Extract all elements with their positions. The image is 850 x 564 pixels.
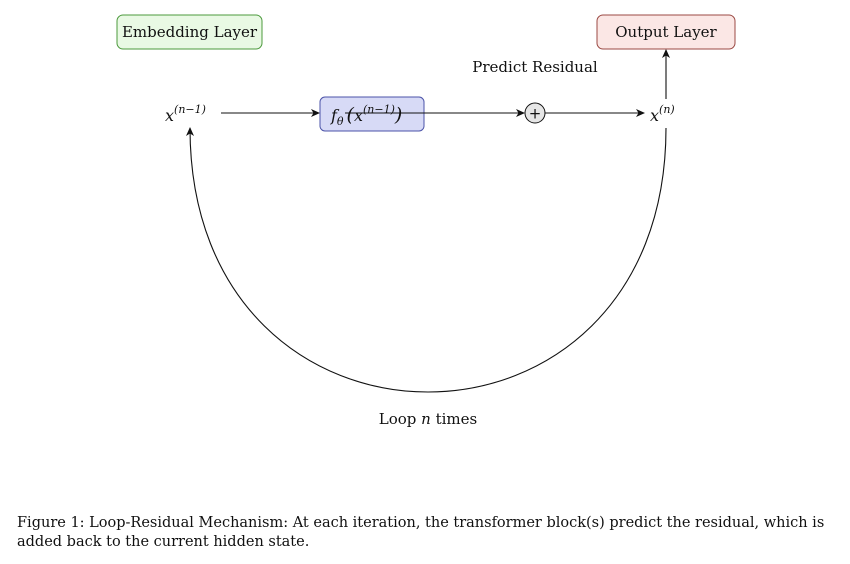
transformer-block-box [319, 96, 425, 132]
loop-suffix: times [431, 410, 477, 428]
output-superscript: (n) [659, 103, 675, 116]
output-hidden-state-label: x(n) [650, 103, 675, 125]
output-layer-node: Output Layer [596, 14, 736, 50]
loop-residual-diagram: Embedding Layer Output Layer Predict Res… [116, 14, 736, 428]
input-var: x [165, 106, 174, 125]
output-var: x [650, 106, 659, 125]
loop-arc-arrow [186, 127, 667, 393]
func-name: f [330, 106, 340, 125]
embedding-layer-node: Embedding Layer [116, 14, 263, 50]
output-layer-label: Output Layer [615, 23, 717, 41]
loop-label: Loop n times [379, 410, 477, 428]
figure-caption: Figure 1: Loop-Residual Mechanism: At ea… [17, 515, 825, 550]
predict-residual-label: Predict Residual [472, 58, 598, 76]
func-subscript: θ [337, 115, 344, 128]
input-hidden-state-label: x(n−1) [165, 103, 206, 125]
transformer-block-node: fθ(x(n−1)) [319, 96, 425, 132]
embedding-layer-box [116, 14, 263, 50]
input-superscript: (n−1) [174, 103, 206, 116]
embedding-layer-label: Embedding Layer [122, 23, 258, 41]
loop-prefix: Loop [379, 410, 421, 428]
plus-symbol: + [529, 105, 542, 123]
func-arg-var: x [354, 106, 363, 125]
loop-var: n [421, 410, 431, 428]
func-arg-superscript: (n−1) [363, 103, 395, 116]
residual-add-node: + [524, 102, 546, 124]
